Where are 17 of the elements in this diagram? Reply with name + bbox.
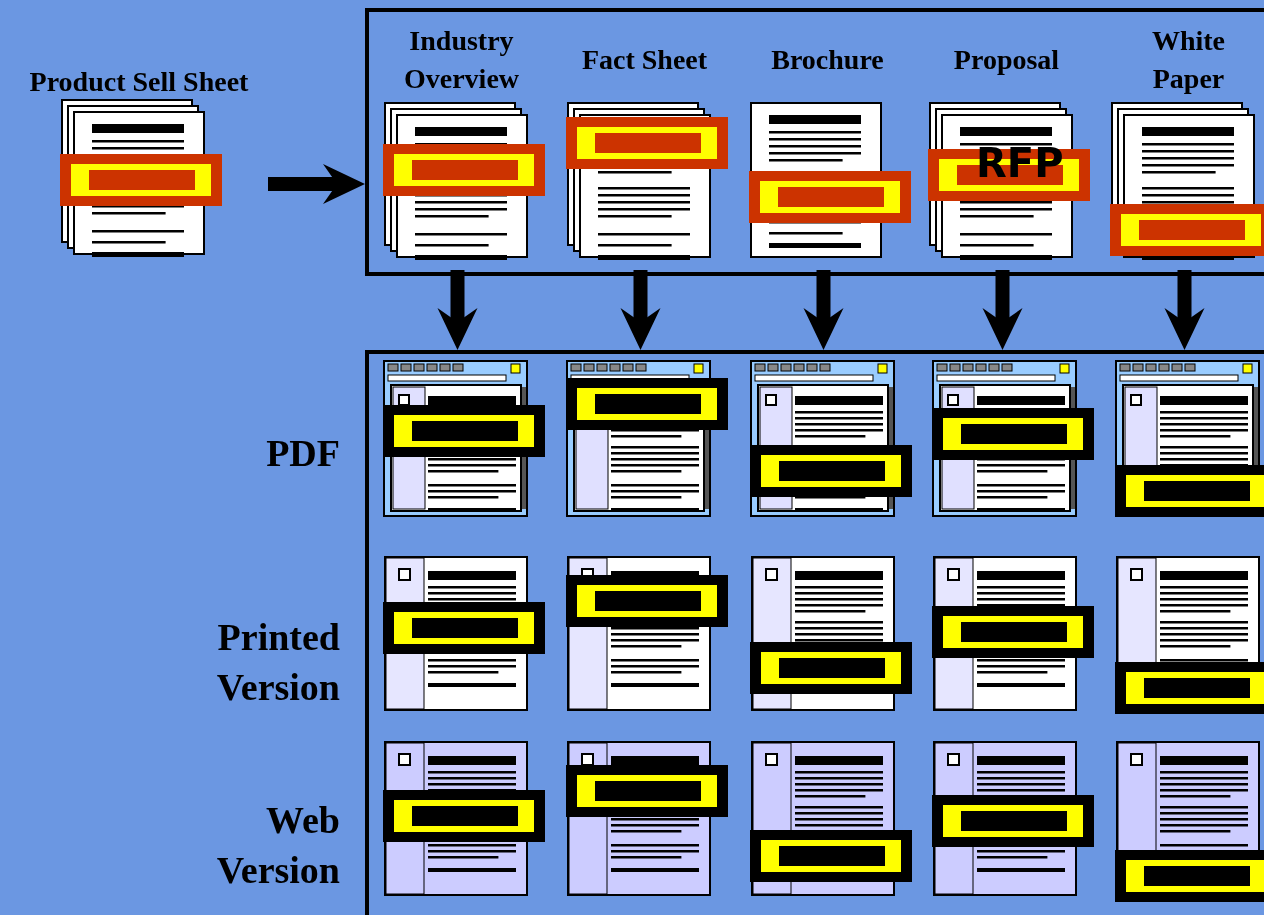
row-label: PDF bbox=[265, 431, 340, 476]
document-title: Product Sell Sheet bbox=[29, 65, 249, 99]
document-title: White Paper bbox=[1150, 24, 1227, 96]
row-label: Printed Version bbox=[215, 615, 340, 710]
arrow bbox=[620, 270, 661, 350]
arrow bbox=[437, 270, 478, 350]
arrow bbox=[1164, 270, 1205, 350]
container-frame bbox=[365, 350, 1264, 915]
arrow bbox=[803, 270, 844, 350]
document-title: Fact Sheet bbox=[581, 43, 708, 77]
document-title: Proposal bbox=[953, 43, 1060, 77]
document-title: Brochure bbox=[771, 43, 884, 77]
container-frame bbox=[365, 8, 1264, 276]
arrow bbox=[268, 164, 365, 204]
arrow bbox=[982, 270, 1023, 350]
document-title: Industry Overview bbox=[402, 24, 521, 96]
row-label: Web Version bbox=[215, 798, 340, 893]
